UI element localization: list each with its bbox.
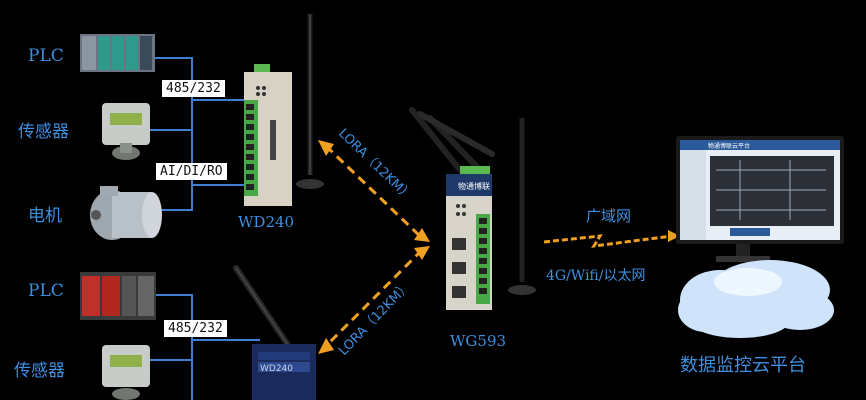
wd240-bottom-face-label: WD240	[260, 364, 294, 374]
wd240-top-label: WD240	[238, 213, 295, 231]
sensor-top-label: 传感器	[18, 122, 69, 142]
bus-485-top-badge: 485/232	[162, 80, 225, 97]
plc-top-label: PLC	[28, 46, 64, 66]
wg593-antennas	[409, 107, 536, 295]
bus-aidiro-badge: AI/DI/RO	[156, 163, 227, 180]
plc-bottom-label: PLC	[28, 281, 64, 301]
wd240-bottom-antenna	[233, 265, 291, 348]
cloud-highlight	[714, 268, 782, 296]
sensor-top-device	[102, 103, 150, 160]
mobile-network-label: 4G/Wifi/以太网	[546, 268, 646, 284]
wd240-top-antenna	[296, 14, 324, 189]
wg593-brand-label: 物通博联	[458, 182, 490, 191]
motor-device	[90, 186, 162, 240]
motor-label: 电机	[28, 206, 62, 226]
wan-lightning-link	[543, 234, 673, 248]
top-bus-lines	[150, 57, 246, 211]
lora-top-arrow	[318, 140, 334, 156]
monitor-device	[676, 136, 844, 262]
bottom-bus-lines	[150, 294, 260, 400]
lora-center-arrow-top	[414, 228, 430, 242]
cloud-platform-title: 数据监控云平台	[680, 355, 806, 376]
broadband-label: 广域网	[586, 207, 632, 225]
wg593-label: WG593	[450, 332, 507, 350]
lora-links	[324, 144, 424, 348]
sensor-bottom-device	[102, 345, 150, 400]
wan-lightning-arrow	[668, 230, 680, 242]
plc-bottom-device	[80, 272, 156, 320]
monitor-window-title: 物通博联云平台	[708, 143, 751, 150]
lora-center-arrow-bottom	[414, 246, 430, 260]
wd240-top-device	[244, 64, 292, 206]
sensor-bottom-label: 传感器	[14, 361, 65, 381]
plc-top-device	[80, 34, 155, 72]
wd240-bottom-device	[252, 344, 316, 400]
bus-485-bottom-badge: 485/232	[164, 320, 227, 337]
lora-bottom-text: LORA（12KM）	[336, 279, 414, 359]
wg593-device	[446, 166, 492, 310]
lora-bottom-arrow	[318, 338, 334, 354]
